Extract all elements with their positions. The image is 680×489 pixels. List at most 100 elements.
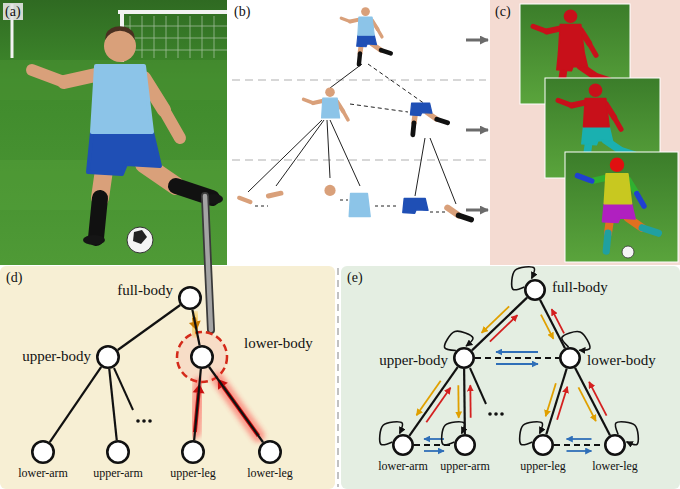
player-figure [304,87,348,119]
player-figure [239,198,250,202]
goal-crossbar [118,10,227,14]
tree-connector [444,331,473,350]
node-circle [179,287,200,308]
figure-part [557,53,588,71]
figure-part [603,204,635,223]
tree-line [430,212,446,213]
hierarchy-lines [248,64,456,212]
message-arrow [416,381,440,415]
player-photo [32,26,223,253]
figure-part [559,25,585,53]
part-name: lower-arm [18,467,68,480]
node-circle [97,346,118,367]
player-figure [403,199,428,214]
figure-part [403,199,428,214]
message-arrow [424,450,444,452]
node-circle [259,441,280,462]
tree-connector [475,352,559,364]
figure-part [92,66,152,132]
segmentation-image [565,152,678,262]
message-arrow [482,306,510,332]
part-name: lower-leg [247,467,293,480]
tree-connector [409,367,457,436]
tree-line [327,120,330,178]
message-arrow [589,382,606,416]
tree-connector [109,369,116,440]
node-circle [525,280,544,299]
figure-head [589,83,603,97]
panel-ground [341,266,680,489]
part-name: lower-leg [592,460,638,473]
figure-part [410,103,432,116]
message-arrow [496,351,538,353]
panel-letter: (a) [3,3,23,20]
tree-connector [118,305,181,350]
tree-connector [554,439,604,451]
node-circle-svg [524,279,546,301]
node-circle [605,435,624,454]
message-arrow [567,438,592,440]
figure-head [361,7,370,16]
figure-limb [637,194,644,207]
figure-limb [304,99,314,103]
message-arrow [567,450,592,452]
figure-head [325,87,335,97]
figure-part [357,35,377,47]
player-figure [324,185,335,196]
tree-line [330,120,360,186]
message-arrow [541,315,553,339]
ellipsis-dot [500,412,504,416]
part-node: upper-arm [106,440,130,464]
ball-patch [133,230,147,244]
figure-limb [614,117,621,129]
part-node: lower-arm [31,440,55,464]
panel-letter: (d) [4,269,24,286]
figure-part [604,174,631,204]
part-node: lower-leg [604,434,626,456]
part-node: upper-body [96,345,120,369]
hierarchy-edge [109,369,116,440]
hierarchy-edge [472,298,527,351]
figure-limb [577,176,591,181]
figure-part [88,132,160,174]
node-circle [393,435,412,454]
ellipsis-dot [148,419,152,423]
figure-limb [381,50,391,53]
ellipsis-dot [136,419,140,423]
panel-ground [0,266,335,489]
part-node: full-body [178,286,202,310]
shoe [83,235,105,245]
node-circle-svg [190,345,214,369]
branch-line [114,368,133,410]
figure-limb [437,119,448,123]
tree-connector [472,298,527,351]
tree-line [255,206,268,207]
figure-head [610,158,624,172]
flow-arrow [466,129,488,132]
hierarchy-edge [209,367,263,442]
message-arrow [426,388,450,422]
tree-line [415,138,425,196]
tree-line [340,200,348,201]
figure-head [564,9,578,23]
figure-limb [606,233,608,251]
hierarchy-panel [228,0,490,265]
part-name: full-body [552,280,608,296]
figure-limb [558,100,572,105]
figure-limb [239,198,250,202]
ellipsis-dot [142,419,146,423]
figure-limb [533,26,547,31]
player-figure [268,193,281,196]
tree-line [430,138,456,204]
tree-line [368,64,425,104]
player-figure [341,7,391,64]
goal-net [124,16,227,58]
hierarchy-edge [192,310,199,345]
message-arrow [578,387,595,421]
part-node: lower-arm [392,434,414,456]
part-name: lower-arm [378,460,428,473]
part-node: upper-arm [454,434,476,456]
